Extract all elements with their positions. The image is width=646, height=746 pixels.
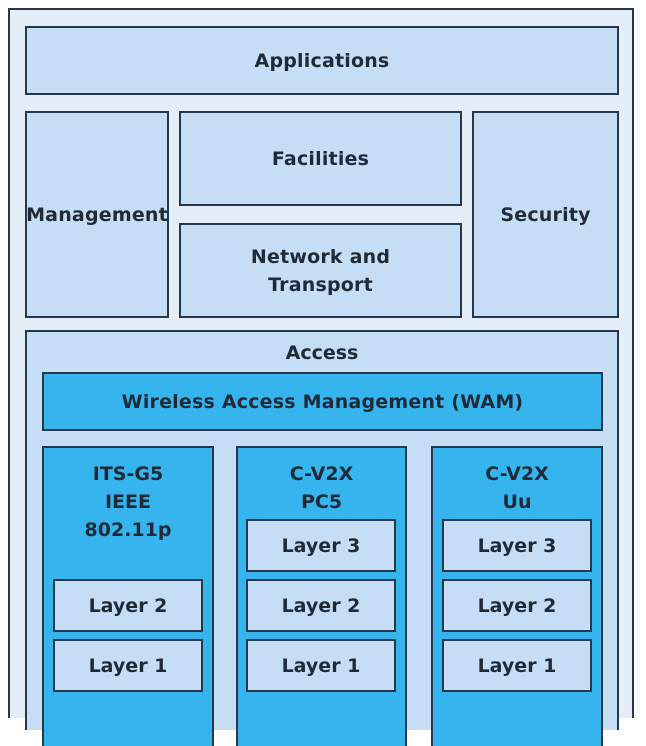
stack-its-g5-title-line1: ITS-G5 (92, 463, 164, 485)
network-transport-box: Network and Transport (179, 223, 462, 318)
cv2x-uu-layer-2: Layer 2 (442, 579, 592, 632)
cv2x-uu-layer-1: Layer 1 (442, 639, 592, 692)
cv2x-uu-layer-1-label: Layer 1 (477, 654, 557, 677)
its-g5-layer-1-label: Layer 1 (88, 654, 168, 677)
stack-cv2x-uu-title: C-V2X Uu (433, 460, 601, 516)
facilities-label: Facilities (271, 147, 370, 170)
access-label: Access (285, 342, 359, 364)
management-box: Management (25, 111, 169, 318)
its-g5-layer-2-label: Layer 2 (88, 594, 168, 617)
cv2x-pc5-layer-1-label: Layer 1 (281, 654, 361, 677)
wam-box: Wireless Access Management (WAM) (42, 372, 603, 431)
network-transport-label-line1: Network and (250, 245, 391, 268)
cv2x-uu-layer-3-label: Layer 3 (477, 534, 557, 557)
cv2x-uu-layer-2-label: Layer 2 (477, 594, 557, 617)
management-label: Management (26, 203, 168, 226)
wam-label: Wireless Access Management (WAM) (121, 390, 524, 413)
its-g5-layer-1: Layer 1 (53, 639, 203, 692)
cv2x-pc5-layer-2: Layer 2 (246, 579, 396, 632)
stack-cv2x-pc5-title-line1: C-V2X (289, 463, 354, 485)
cv2x-pc5-layer-1: Layer 1 (246, 639, 396, 692)
applications-box: Applications (25, 26, 619, 95)
its-g5-layer-2: Layer 2 (53, 579, 203, 632)
security-box: Security (472, 111, 619, 318)
network-transport-label-line2: Transport (268, 273, 373, 296)
cv2x-pc5-layer-3-label: Layer 3 (281, 534, 361, 557)
stack-cv2x-pc5-title: C-V2X PC5 (238, 460, 405, 516)
applications-label: Applications (254, 49, 390, 72)
stack-cv2x-pc5-title-line2: PC5 (300, 491, 343, 513)
stack-its-g5-title-line3: 802.11p (84, 519, 172, 541)
stack-its-g5-title-line2: IEEE (104, 491, 151, 513)
stack-cv2x-uu-title-line2: Uu (502, 491, 532, 513)
facilities-box: Facilities (179, 111, 462, 206)
security-label: Security (500, 203, 591, 226)
cv2x-pc5-layer-3: Layer 3 (246, 519, 396, 572)
stack-cv2x-uu-title-line1: C-V2X (485, 463, 549, 485)
cv2x-pc5-layer-2-label: Layer 2 (281, 594, 361, 617)
stack-its-g5-title: ITS-G5 IEEE 802.11p (44, 460, 212, 544)
cv2x-uu-layer-3: Layer 3 (442, 519, 592, 572)
